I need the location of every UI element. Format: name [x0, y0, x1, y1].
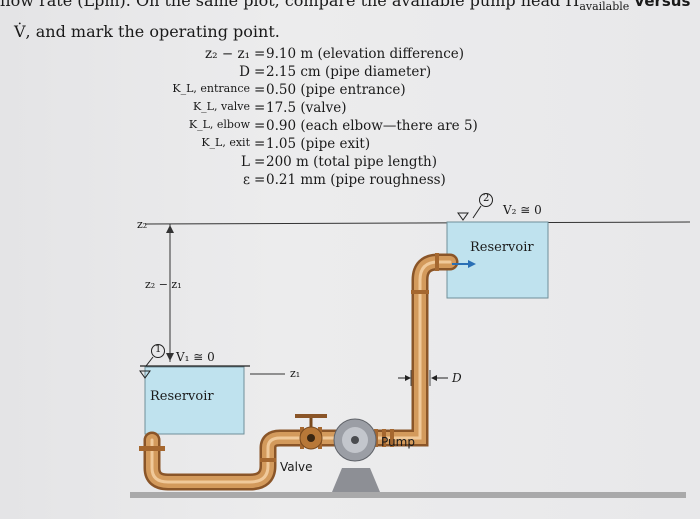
point-1-marker — [151, 344, 165, 358]
problem-text-cutoff: flow rate (Lpm). On the same plot, compa… — [0, 0, 691, 14]
z2-label: z₂ — [137, 218, 148, 231]
v2-label: V₂ ≅ 0 — [503, 203, 542, 217]
pump-label: Pump — [381, 435, 415, 449]
point-1-label: 1 — [155, 344, 162, 355]
pipe-flange — [139, 446, 165, 451]
left-reservoir — [144, 366, 245, 435]
point-2-marker — [479, 193, 493, 207]
elevation-difference-label: z₂ − z₁ — [145, 278, 182, 291]
water-surface-icon — [457, 212, 469, 221]
pump-icon — [332, 418, 380, 492]
diameter-label: D — [452, 371, 462, 385]
pipe-network — [143, 253, 459, 491]
z2-level-line — [144, 221, 691, 225]
ground — [130, 492, 686, 498]
arrow-up-icon — [166, 225, 174, 233]
left-reservoir-label: Reservoir — [150, 389, 214, 404]
v1-label: V₁ ≅ 0 — [176, 350, 215, 364]
problem-text-line: V̇, and mark the operating point. — [14, 22, 280, 41]
point-2-label: 2 — [483, 193, 490, 204]
right-reservoir — [446, 221, 549, 299]
valve-label: Valve — [280, 460, 313, 474]
arrow-right-icon — [468, 260, 476, 268]
right-reservoir-label: Reservoir — [470, 240, 534, 255]
valve-icon — [295, 414, 327, 450]
arrow-down-icon — [166, 353, 174, 361]
water-surface-icon — [139, 370, 151, 379]
z1-label: z₁ — [290, 367, 301, 380]
